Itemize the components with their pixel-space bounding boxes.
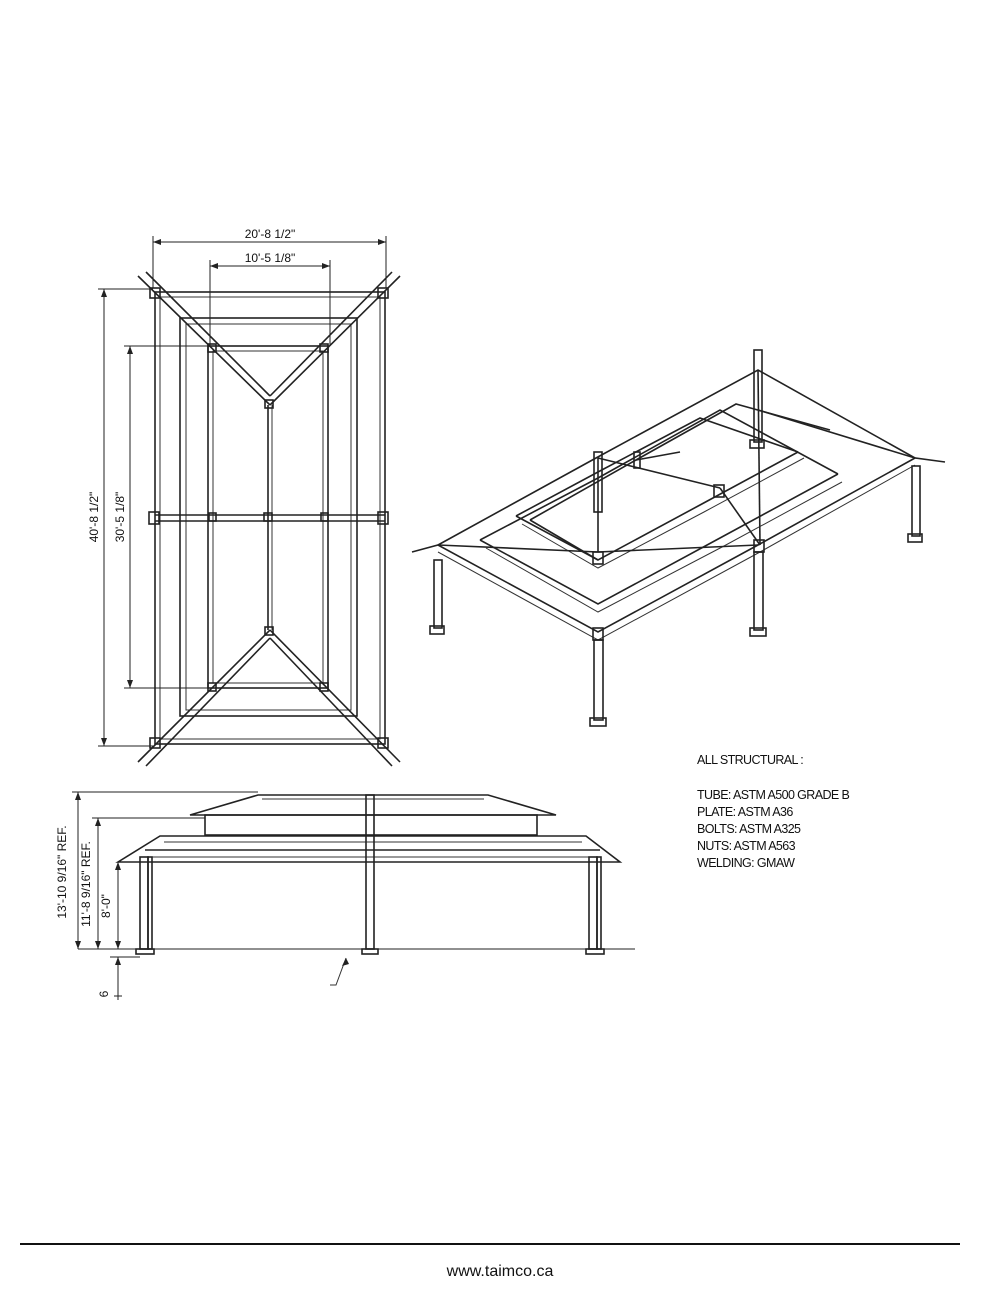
notes-header: ALL STRUCTURAL : [697,753,804,767]
note-bolts: BOLTS: ASTM A325 [697,822,801,836]
overall-width-label: 20'-8 1/2" [245,227,296,241]
elevation-view [78,794,635,986]
plan-view [137,271,401,767]
note-tube: TUBE: ASTM A500 GRADE B [697,788,850,802]
footer-divider [20,1243,960,1245]
plan-dimensions [98,236,387,747]
elevation-dimensions [72,791,258,1000]
inner-width-label: 10'-5 1/8" [245,251,296,265]
inner-length-label: 30'-5 1/8" [113,492,127,543]
note-welding: WELDING: GMAW [697,856,795,870]
overall-length-label: 40'-8 1/2" [87,492,101,543]
isometric-view [411,349,946,727]
note-plate: PLATE: ASTM A36 [697,805,793,819]
note-nuts: NUTS: ASTM A563 [697,839,796,853]
base-label: 6 [97,990,111,997]
footer-url[interactable]: www.taimco.ca [446,1263,554,1280]
column-height-label: 8'-0" [99,894,113,918]
mid-height-label: 11'-8 9/16" REF. [79,841,93,927]
structural-notes: ALL STRUCTURAL : TUBE: ASTM A500 GRADE B… [697,752,917,872]
total-height-label: 13'-10 9/16" REF. [55,825,69,918]
